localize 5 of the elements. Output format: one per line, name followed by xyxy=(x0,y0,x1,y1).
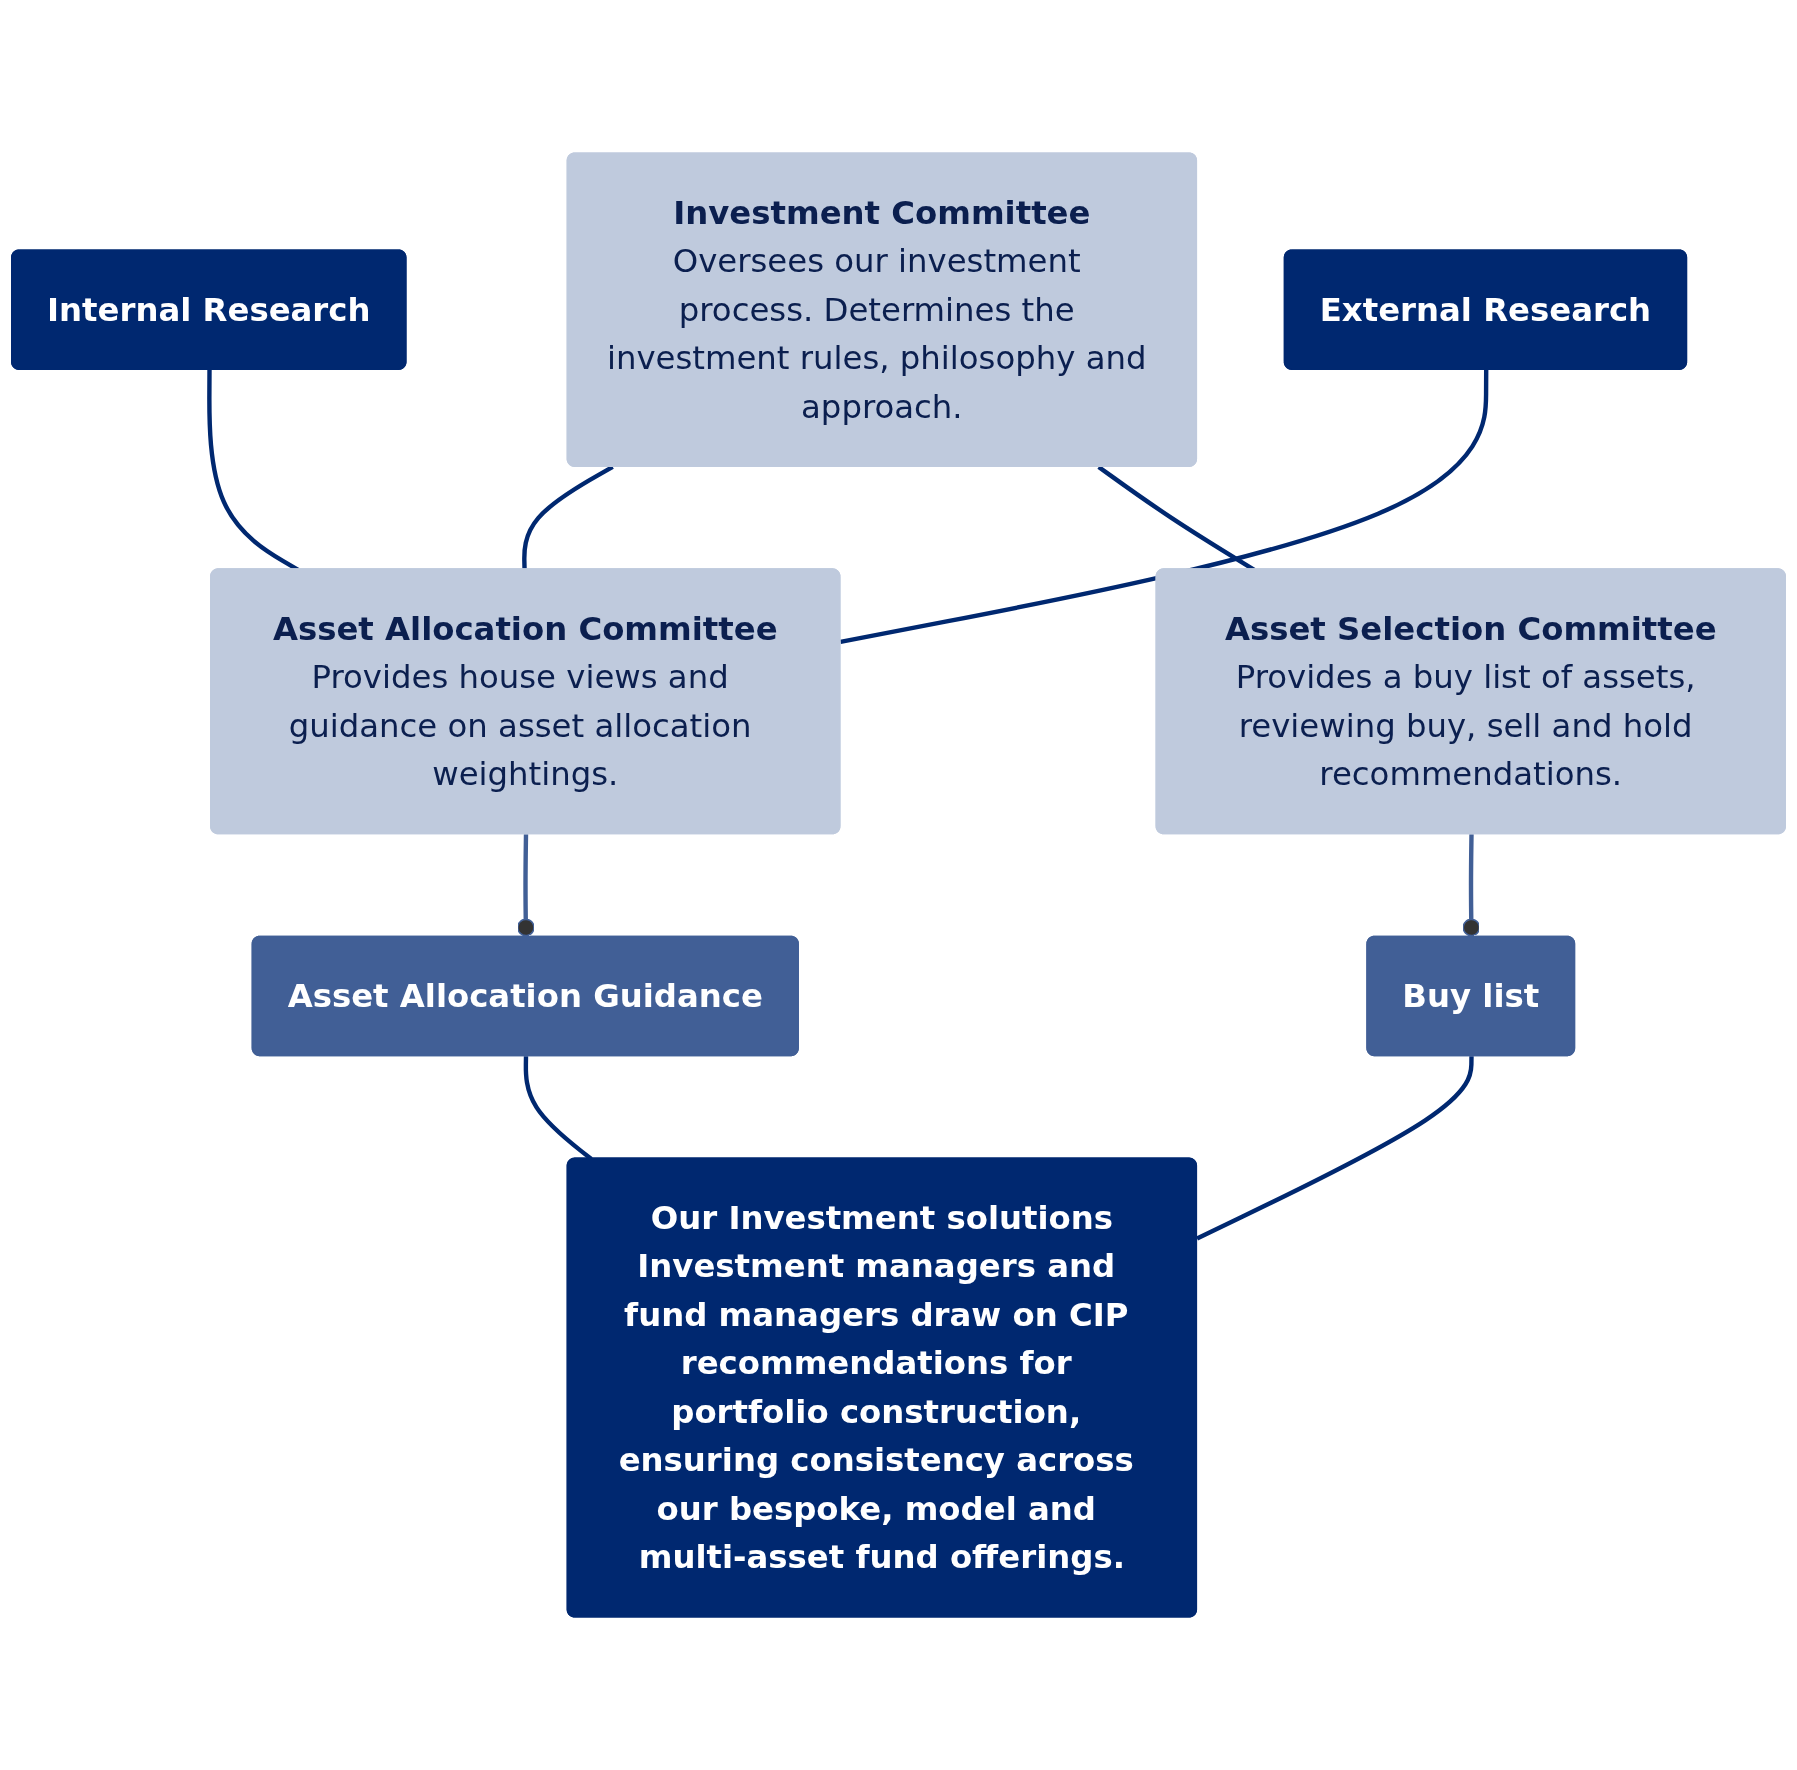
connector xyxy=(522,465,614,570)
connector xyxy=(1196,1056,1474,1241)
connector xyxy=(1462,834,1481,938)
connector xyxy=(840,369,1489,645)
connector xyxy=(516,834,535,938)
